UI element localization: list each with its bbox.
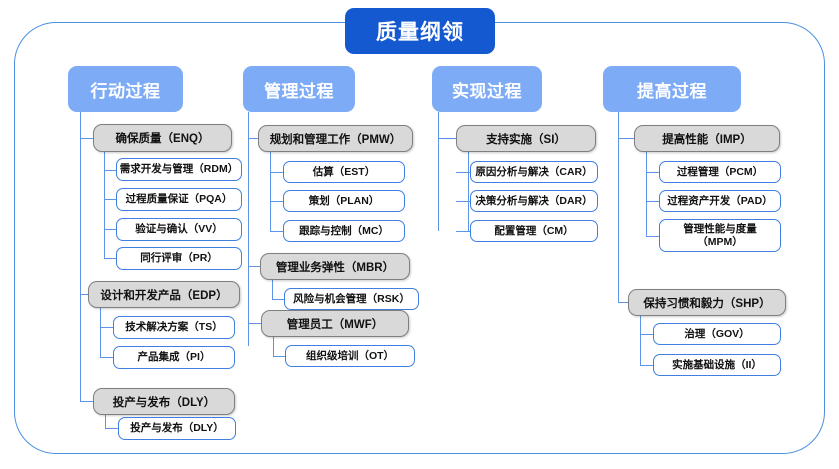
connector-dly-0 [105,428,118,430]
connector-trunk-c2 [438,112,440,231]
connector-c0-g2 [80,401,93,403]
leaf-box-pr[interactable]: 同行评审（PR） [116,247,242,270]
leaf-box-rsk[interactable]: 风险与机会管理（RSK） [284,288,419,310]
leaf-box-dar[interactable]: 决策分析与解决（DAR） [470,190,598,212]
connector-c0-g0 [80,138,93,140]
connector-c1-g2 [248,323,261,325]
connector-shp-0 [640,334,653,336]
group-box-imp[interactable]: 提高性能（IMP） [634,125,780,152]
leaf-box-vv[interactable]: 验证与确认（VV） [116,218,242,241]
connector-pmw-1 [270,201,283,203]
leaf-box-car[interactable]: 原因分析与解决（CAR） [470,161,598,183]
connector-c3-g1 [618,302,628,304]
leaf-box-ii[interactable]: 实施基础设施（II） [653,354,781,376]
connector-imp-2 [646,236,659,238]
leaf-box-est[interactable]: 估算（EST） [283,161,405,183]
connector-enq-1 [104,199,116,201]
root-title: 质量纲领 [345,8,495,54]
connector-sub-mbr [272,280,274,299]
connector-pmw-0 [270,172,283,174]
connector-trunk-c1 [248,112,250,346]
leaf-box-pqa[interactable]: 过程质量保证（PQA） [116,188,242,211]
connector-trunk-c3 [618,112,620,302]
connector-sub-dly [105,415,107,428]
connector-si-1 [456,201,470,203]
group-box-mbr[interactable]: 管理业务弹性（MBR） [260,253,410,280]
connector-si-2 [456,231,470,233]
connector-sub-edp [100,308,102,357]
connector-sub-imp [646,152,648,236]
group-box-mwf[interactable]: 管理员工（MWF） [261,310,409,337]
leaf-box-gov[interactable]: 治理（GOV） [653,323,781,345]
connector-sub-si [468,152,470,231]
leaf-box-pi[interactable]: 产品集成（PI） [113,346,235,369]
leaf-box-pcm[interactable]: 过程管理（PCM） [659,161,781,183]
connector-c0-g1 [80,294,88,296]
leaf-box-ot[interactable]: 组织级培训（OT） [285,345,415,367]
connector-c2-g0 [438,138,456,140]
leaf-box-rdm[interactable]: 需求开发与管理（RDM） [116,158,242,181]
connector-enq-3 [104,258,116,260]
leaf-box-plan[interactable]: 策划（PLAN） [283,190,405,212]
connector-pmw-2 [270,231,283,233]
leaf-box-cm[interactable]: 配置管理（CM） [470,220,598,242]
leaf-box-mpm[interactable]: 管理性能与度量 （MPM） [659,219,781,252]
connector-sub-pmw [270,152,272,231]
column-header-1[interactable]: 管理过程 [243,66,355,112]
connector-shp-1 [640,365,653,367]
column-header-2[interactable]: 实现过程 [432,66,542,112]
leaf-box-pad[interactable]: 过程资产开发（PAD） [659,190,781,212]
connector-enq-2 [104,229,116,231]
connector-imp-1 [646,201,659,203]
connector-trunk-c0 [80,112,82,401]
column-header-0[interactable]: 行动过程 [68,66,183,112]
group-box-shp[interactable]: 保持习惯和毅力（SHP） [628,289,786,316]
connector-c1-g1 [248,266,260,268]
connector-sub-mwf [273,337,275,356]
connector-si-0 [456,172,470,174]
connector-c1-g0 [248,138,258,140]
connector-mwf-0 [273,356,285,358]
group-box-pmw[interactable]: 规划和管理工作（PMW） [258,125,413,152]
group-box-dly[interactable]: 投产与发布（DLY） [93,388,235,415]
leaf-box-ts[interactable]: 技术解决方案（TS） [113,316,235,339]
connector-imp-0 [646,172,659,174]
connector-sub-enq [104,152,106,258]
group-box-si[interactable]: 支持实施（SI） [456,125,596,152]
connector-edp-1 [100,357,113,359]
group-box-enq[interactable]: 确保质量（ENQ） [93,124,232,152]
leaf-box-mc[interactable]: 跟踪与控制（MC） [283,220,405,242]
leaf-box-dly-child[interactable]: 投产与发布（DLY） [118,417,236,440]
connector-edp-0 [100,327,113,329]
column-header-3[interactable]: 提高过程 [603,66,741,112]
connector-c3-g0 [618,138,634,140]
connector-mbr-0 [272,299,284,301]
connector-enq-0 [104,170,116,172]
connector-sub-shp [640,316,642,365]
group-box-edp[interactable]: 设计和开发产品（EDP） [88,281,240,308]
